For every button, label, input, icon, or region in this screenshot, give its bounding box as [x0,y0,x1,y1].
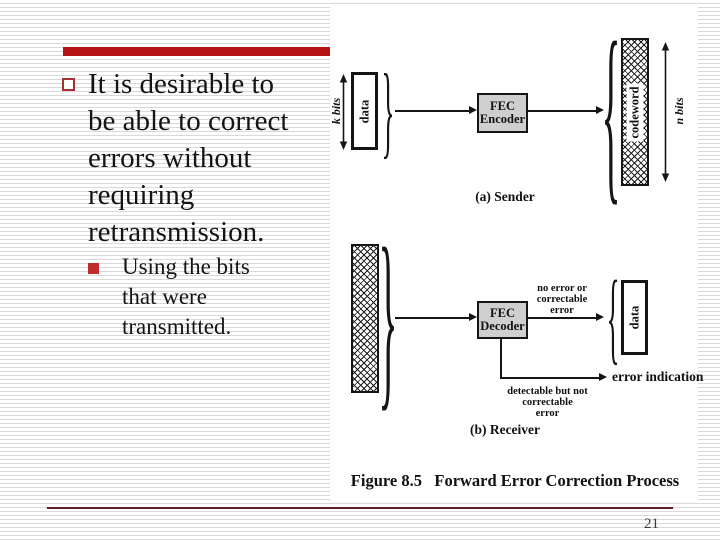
receiver-arrow-to-decoder-icon [395,313,477,322]
k-bits-arrow-icon [339,74,348,150]
receiver-right-brace-icon: } [378,207,398,427]
detectable-error-label: detectable but not correctable error [507,386,588,419]
sender-right-brace-icon: } [381,53,395,168]
received-codeword-rect [351,244,379,393]
error-indication-label: error indication [612,369,704,384]
decoder-down-line-icon [500,337,502,378]
fec-encoder-box: FEC Encoder [477,93,528,133]
error-indication-arrow-icon [500,373,607,382]
n-bits-label: n bits [671,97,686,125]
title-underline-bar [63,47,330,56]
receiver-data-left-brace-icon: { [606,260,620,374]
page-number: 21 [644,516,659,532]
receiver-caption: (b) Receiver [469,422,541,437]
codeword-left-brace-icon: { [601,1,621,221]
sender-data-label: data [357,99,371,123]
sender-arrow-to-codeword-icon [528,106,604,115]
no-error-label: no error or correctable error [536,283,588,316]
n-bits-arrow-icon [661,42,670,182]
sub-bullet-square-icon [88,263,99,274]
footer-divider-line [47,507,673,509]
figure-caption: Figure 8.5 Forward Error Correction Proc… [350,471,680,490]
sub-bullet-text: Using the bits that were transmitted. [122,254,250,339]
codeword-label: codeword [626,82,644,142]
decoder-arrow-to-data-icon [528,313,604,322]
sender-caption: (a) Sender [475,189,535,204]
sender-arrow-to-encoder-icon [395,106,477,115]
receiver-data-rect: data [621,280,648,355]
main-bullet-text: It is desirable to be able to correct er… [88,68,289,248]
receiver-data-label: data [627,305,641,330]
main-bullet-square-icon [62,78,75,91]
fec-decoder-box: FEC Decoder [477,301,528,339]
codeword-rect: codeword [621,38,649,186]
sender-data-rect: data [351,72,378,150]
